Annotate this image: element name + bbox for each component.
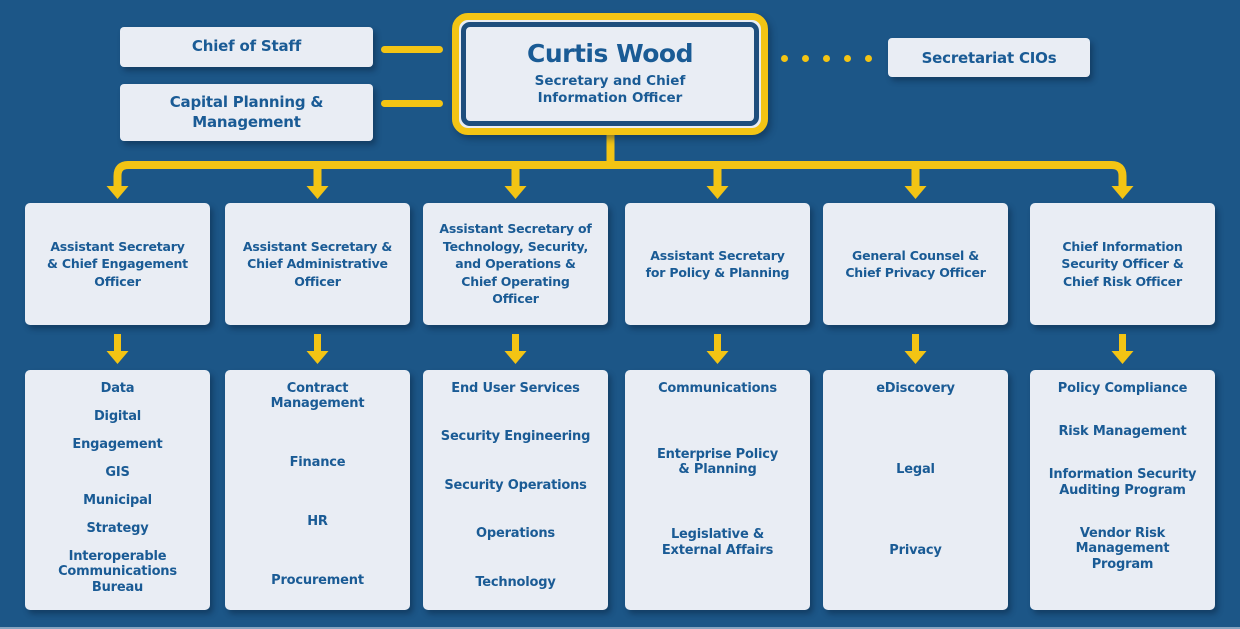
unit-label: Digital xyxy=(93,409,142,424)
division-units-box: End User Services Security Engineering S… xyxy=(423,370,608,610)
unit-label: Information Security Auditing Program xyxy=(1048,467,1197,498)
unit-label: GIS xyxy=(105,465,130,480)
capital-planning-box: Capital Planning & Management xyxy=(120,84,373,141)
unit-label: Procurement xyxy=(271,572,364,588)
unit-label: Policy Compliance xyxy=(1057,381,1188,396)
division-units-box: Policy Compliance Risk Management Inform… xyxy=(1030,370,1215,610)
unit-label: Data xyxy=(100,381,135,396)
unit-label: HR xyxy=(307,513,328,529)
dotted-connector-icon xyxy=(844,55,851,62)
division-arrow-icon xyxy=(106,334,1134,364)
unit-label: Enterprise Policy & Planning xyxy=(657,446,778,477)
unit-label: Technology xyxy=(475,574,556,590)
unit-label: Security Operations xyxy=(444,477,587,493)
division-head-box: Chief Information Security Officer & Chi… xyxy=(1030,203,1215,325)
unit-label: Engagement xyxy=(72,437,163,452)
unit-label: eDiscovery xyxy=(876,381,955,396)
division-units-box: Data Digital Engagement GIS Municipal St… xyxy=(25,370,210,610)
branch-stems xyxy=(313,165,920,190)
leader-box-inner: Curtis Wood Secretary and Chief Informat… xyxy=(461,22,759,126)
dotted-connector-icon xyxy=(865,55,872,62)
unit-label: Municipal xyxy=(83,493,152,508)
unit-label: Strategy xyxy=(86,521,149,536)
division-head-box: General Counsel & Chief Privacy Officer xyxy=(823,203,1008,325)
bottom-edge-line xyxy=(0,627,1240,629)
division-head-box: Assistant Secretary for Policy & Plannin… xyxy=(625,203,810,325)
down-arrow-icon xyxy=(106,186,1134,199)
chief-of-staff-box: Chief of Staff xyxy=(120,27,373,67)
unit-label: Security Engineering xyxy=(440,429,591,445)
leader-title: Secretary and Chief Information Officer xyxy=(534,72,686,107)
division-head-box: Assistant Secretary & Chief Administrati… xyxy=(225,203,410,325)
unit-label: Vendor Risk Management Program xyxy=(1075,525,1170,572)
division-units-box: Communications Enterprise Policy & Plann… xyxy=(625,370,810,610)
dotted-connector-icon xyxy=(781,55,788,62)
connector-dash-icon xyxy=(381,46,443,53)
unit-label: Communications xyxy=(658,381,777,396)
unit-label: Legislative & External Affairs xyxy=(661,527,774,558)
leader-name: Curtis Wood xyxy=(526,39,694,69)
unit-label: Legal xyxy=(896,461,935,477)
dotted-connector-icon xyxy=(802,55,809,62)
unit-label: Privacy xyxy=(889,542,942,558)
dotted-connector-icon xyxy=(823,55,830,62)
unit-label: Risk Management xyxy=(1058,424,1187,440)
secretariat-cios-box: Secretariat CIOs xyxy=(888,38,1090,77)
leader-box: Curtis Wood Secretary and Chief Informat… xyxy=(452,13,768,135)
unit-label: Operations xyxy=(476,526,555,542)
division-head-box: Assistant Secretary & Chief Engagement O… xyxy=(25,203,210,325)
horizontal-distribution-line xyxy=(113,161,1127,190)
unit-label: End User Services xyxy=(451,381,580,396)
unit-label: Interoperable Communications Bureau xyxy=(58,549,177,595)
unit-label: Finance xyxy=(289,455,346,471)
leader-trunk-line xyxy=(606,130,615,168)
division-units-box: Contract Management Finance HR Procureme… xyxy=(225,370,410,610)
division-units-box: eDiscovery Legal Privacy xyxy=(823,370,1008,610)
connector-dash-icon xyxy=(381,100,443,107)
unit-label: Contract Management xyxy=(270,381,365,412)
division-head-box: Assistant Secretary of Technology, Secur… xyxy=(423,203,608,325)
